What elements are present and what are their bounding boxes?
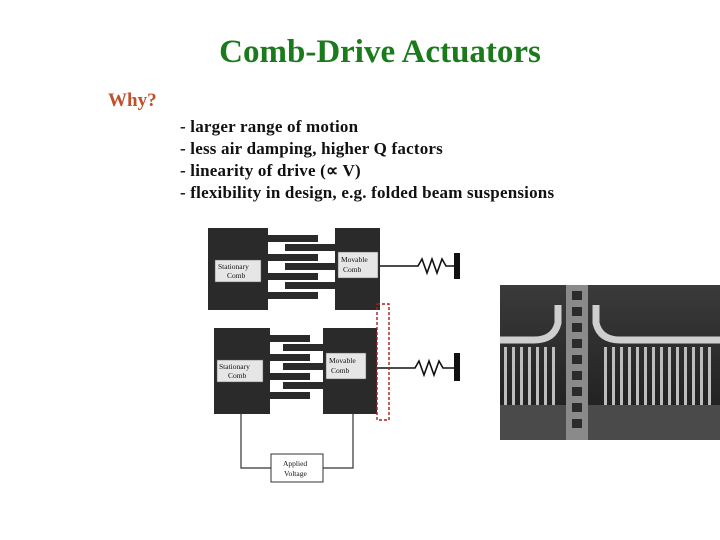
top-comb-pair: Stationary Comb Movable Comb (208, 228, 460, 310)
circuit-wires (240, 414, 354, 469)
subtitle-why: Why? (108, 90, 157, 111)
spring-resistor-icon (377, 358, 455, 378)
movable-comb-fingers (285, 244, 335, 289)
applied-voltage-label: Applied (283, 459, 307, 468)
slide-title: Comb-Drive Actuators (219, 34, 541, 70)
stationary-comb-fingers (270, 335, 310, 399)
sem-micrograph-image (500, 285, 720, 440)
comb-drive-diagram: Stationary Comb Movable Comb Stationary … (208, 228, 460, 483)
bullet-item: - less air damping, higher Q factors (180, 139, 443, 158)
displacement-outline (376, 303, 390, 421)
movable-comb-label: Comb (331, 366, 350, 375)
stationary-comb-label: Comb (228, 371, 247, 380)
applied-voltage-box (270, 453, 324, 483)
bottom-comb-pair: Stationary Comb Movable Comb (214, 328, 460, 414)
movable-comb-label: Comb (343, 265, 362, 274)
stationary-comb-label: Stationary (218, 262, 249, 271)
stationary-comb-fingers (268, 235, 318, 299)
stationary-comb-label: Stationary (219, 362, 250, 371)
stationary-comb-label: Comb (227, 271, 246, 280)
spring-resistor-icon (380, 256, 455, 276)
bullet-item: - flexibility in design, e.g. folded bea… (180, 183, 555, 202)
movable-comb-fingers (283, 344, 323, 389)
applied-voltage-label: Voltage (284, 469, 307, 478)
bullet-item: - linearity of drive (∝ V) (180, 161, 361, 180)
anchor-block (454, 353, 460, 381)
bullet-item: - larger range of motion (180, 117, 359, 136)
anchor-block (454, 253, 460, 279)
movable-comb-label: Movable (341, 255, 368, 264)
bullet-list: - larger range of motion - less air damp… (180, 116, 554, 204)
movable-comb-label: Movable (329, 356, 356, 365)
